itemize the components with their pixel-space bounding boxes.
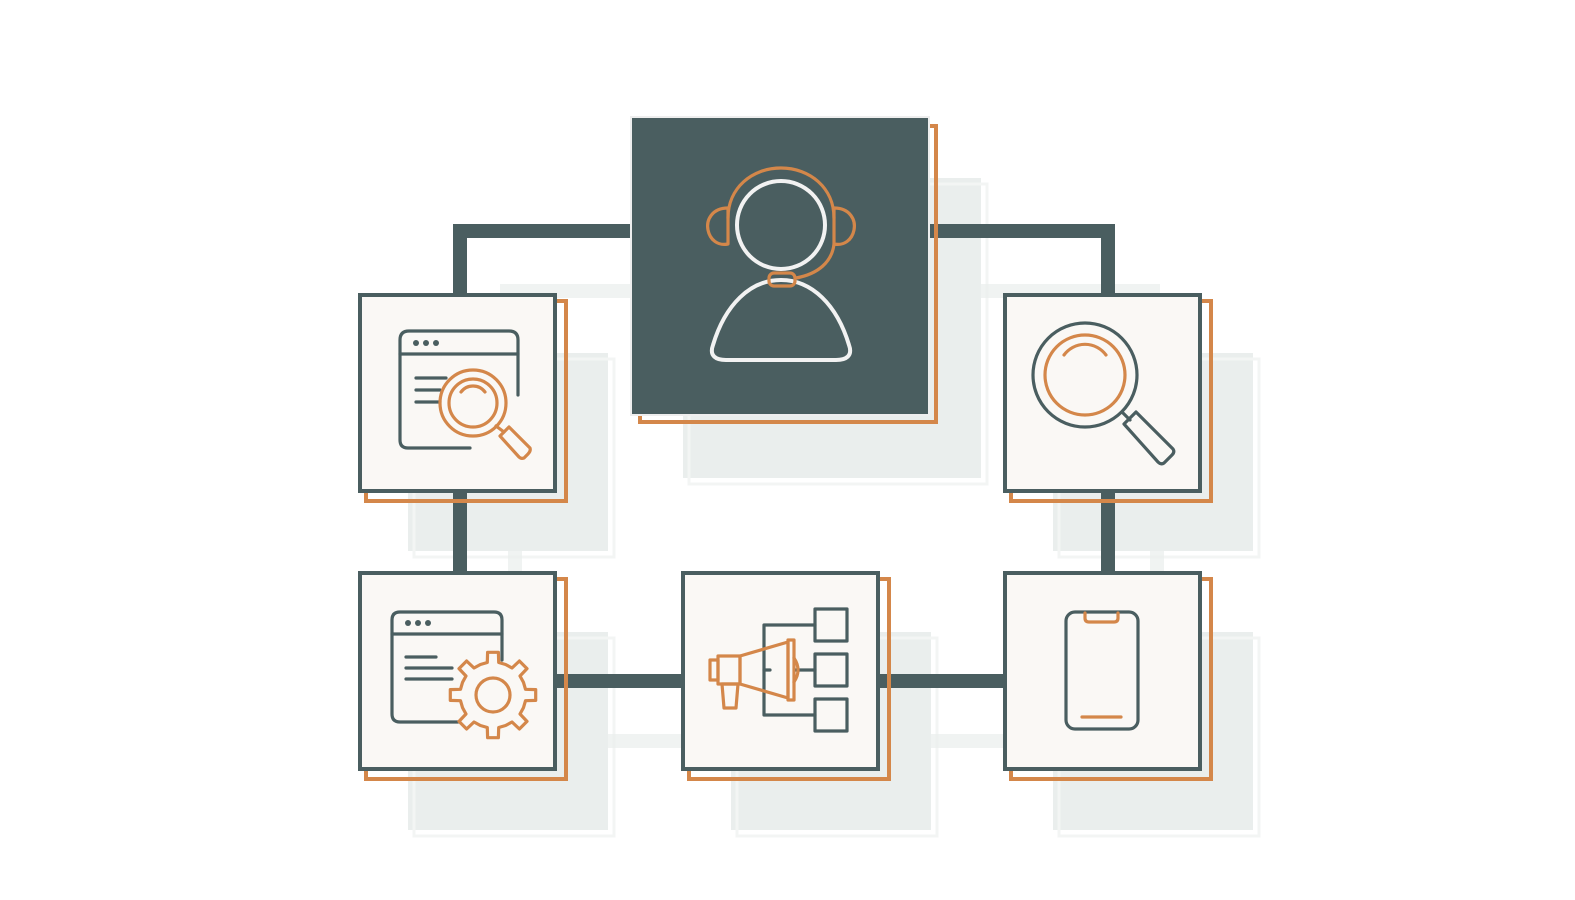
node-web-search xyxy=(358,293,568,503)
browser-settings-gear-icon xyxy=(390,610,538,740)
node-web-search-tile xyxy=(358,293,557,493)
connectors xyxy=(453,224,1115,688)
hub-node xyxy=(630,116,938,424)
customer-support-headset-icon xyxy=(706,166,856,362)
connector-hub-right xyxy=(928,224,1115,297)
megaphone-flowchart-icon xyxy=(708,607,849,733)
smartphone-icon xyxy=(1064,610,1140,731)
node-mobile xyxy=(1003,571,1213,781)
node-marketing xyxy=(681,571,891,781)
magnifying-glass-icon xyxy=(1031,321,1176,466)
browser-search-icon xyxy=(398,329,532,460)
node-mobile-tile xyxy=(1003,571,1202,771)
node-marketing-tile xyxy=(681,571,880,771)
connector-hub-left xyxy=(453,224,634,297)
hub-tile xyxy=(630,116,930,416)
node-search xyxy=(1003,293,1213,503)
node-web-settings xyxy=(358,571,568,781)
